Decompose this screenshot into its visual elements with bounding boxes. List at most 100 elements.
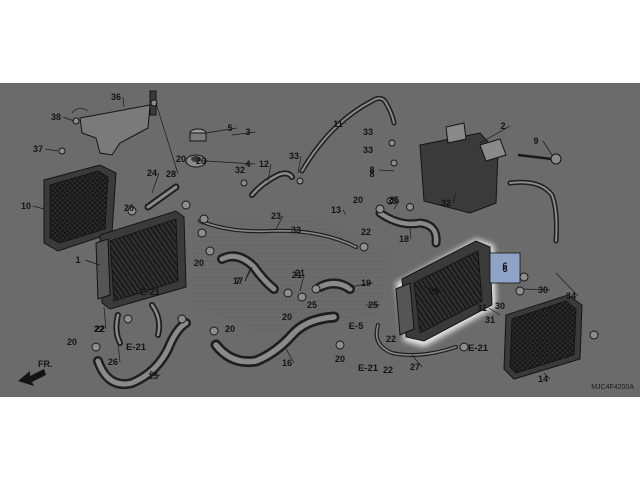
callout-8[interactable]: 8 bbox=[369, 169, 374, 179]
callout-2[interactable]: 2 bbox=[500, 121, 505, 131]
callout-20[interactable]: 20 bbox=[67, 337, 77, 347]
callout-14[interactable]: 14 bbox=[538, 374, 548, 384]
callout-labels: 1234567891011121314151617181920212223242… bbox=[21, 92, 576, 384]
callout-32[interactable]: 32 bbox=[441, 198, 451, 208]
leader-line bbox=[423, 286, 442, 292]
part-14-grille[interactable] bbox=[503, 294, 583, 380]
exploded-view: FR. 123456789101112131415161718192021222… bbox=[18, 90, 634, 391]
callout-35[interactable]: 35 bbox=[387, 196, 397, 206]
leader-line bbox=[155, 102, 179, 175]
callout-11[interactable]: 11 bbox=[333, 119, 343, 129]
callout-22[interactable]: 22 bbox=[383, 365, 393, 375]
leader-line bbox=[479, 125, 511, 144]
ref-label-e-21[interactable]: E-21 bbox=[358, 363, 379, 374]
leader-line bbox=[275, 215, 284, 230]
leader-line bbox=[344, 122, 347, 125]
callout-4[interactable]: 4 bbox=[245, 159, 250, 169]
callout-22[interactable]: 22 bbox=[386, 334, 396, 344]
callout-1[interactable]: 1 bbox=[75, 255, 80, 265]
callout-24[interactable]: 24 bbox=[147, 168, 157, 178]
callout-20[interactable]: 20 bbox=[124, 203, 134, 213]
part-9-cap[interactable] bbox=[517, 153, 562, 165]
callout-26[interactable]: 26 bbox=[108, 357, 118, 367]
leader-line bbox=[84, 259, 101, 266]
part-5-cap[interactable] bbox=[189, 128, 207, 142]
part-6-radiator-right[interactable] bbox=[395, 239, 521, 347]
callout-17[interactable]: 17 bbox=[233, 276, 243, 286]
ref-label-e-21[interactable]: E-21 bbox=[126, 342, 147, 353]
reserve-tank[interactable] bbox=[419, 122, 507, 214]
callout-33[interactable]: 33 bbox=[289, 151, 299, 161]
callout-20[interactable]: 20 bbox=[282, 312, 292, 322]
callout-21[interactable]: 21 bbox=[295, 268, 305, 278]
leader-line bbox=[205, 127, 238, 134]
callout-37[interactable]: 37 bbox=[33, 144, 43, 154]
callout-22[interactable]: 22 bbox=[361, 227, 371, 237]
background-texture bbox=[190, 213, 390, 333]
diagram-code: MJC4F4200A bbox=[591, 384, 634, 391]
part-10-grille[interactable] bbox=[43, 164, 117, 252]
leader-line bbox=[297, 155, 302, 174]
callout-19[interactable]: 19 bbox=[361, 278, 371, 288]
leader-line bbox=[32, 205, 45, 210]
callout-27[interactable]: 27 bbox=[410, 362, 420, 372]
callout-29[interactable]: 29 bbox=[429, 286, 439, 296]
callout-20[interactable]: 20 bbox=[176, 154, 186, 164]
callout-3[interactable]: 3 bbox=[245, 127, 250, 137]
leader-lines bbox=[32, 96, 579, 380]
callout-20[interactable]: 20 bbox=[225, 324, 235, 334]
callout-25[interactable]: 25 bbox=[307, 300, 317, 310]
callout-12[interactable]: 12 bbox=[259, 159, 269, 169]
callout-22[interactable]: 22 bbox=[95, 324, 105, 334]
callout-13[interactable]: 13 bbox=[331, 205, 341, 215]
part-1-radiator-left[interactable] bbox=[95, 210, 187, 310]
callout-23[interactable]: 23 bbox=[271, 211, 281, 221]
callout-7[interactable]: 7 bbox=[235, 276, 240, 286]
leader-line bbox=[488, 307, 501, 316]
callout-32[interactable]: 32 bbox=[235, 165, 245, 175]
leader-line bbox=[103, 306, 107, 330]
callout-28[interactable]: 28 bbox=[166, 169, 176, 179]
callout-31[interactable]: 31 bbox=[477, 303, 487, 313]
callout-15[interactable]: 15 bbox=[148, 371, 158, 381]
callout-20[interactable]: 20 bbox=[196, 156, 206, 166]
callout-8[interactable]: 8 bbox=[369, 165, 374, 175]
highlighted-callout[interactable]: 6 bbox=[502, 264, 507, 274]
ref-label-e-5[interactable]: E-5 bbox=[349, 321, 365, 332]
callout-25[interactable]: 25 bbox=[368, 300, 378, 310]
callout-31[interactable]: 31 bbox=[485, 315, 495, 325]
callout-10[interactable]: 10 bbox=[21, 201, 31, 211]
leader-line bbox=[409, 228, 412, 240]
leader-line bbox=[205, 160, 256, 165]
leader-line bbox=[149, 370, 161, 377]
ref-label-e-21[interactable]: E-21 bbox=[140, 287, 161, 298]
callout-20[interactable]: 20 bbox=[353, 195, 363, 205]
callout-21[interactable]: 21 bbox=[292, 270, 302, 280]
leader-line bbox=[117, 342, 121, 363]
callout-20[interactable]: 20 bbox=[335, 354, 345, 364]
callout-36[interactable]: 36 bbox=[111, 92, 121, 102]
callout-18[interactable]: 18 bbox=[399, 234, 409, 244]
leader-line bbox=[244, 268, 251, 282]
callout-16[interactable]: 16 bbox=[282, 358, 292, 368]
highlight-box bbox=[489, 252, 521, 284]
callout-33[interactable]: 33 bbox=[363, 127, 373, 137]
callout-20[interactable]: 20 bbox=[194, 258, 204, 268]
callout-33[interactable]: 33 bbox=[363, 145, 373, 155]
leader-line bbox=[122, 96, 125, 108]
callout-33[interactable]: 33 bbox=[291, 225, 301, 235]
hoses bbox=[93, 95, 559, 389]
callout-35[interactable]: 35 bbox=[389, 195, 399, 205]
callout-22[interactable]: 22 bbox=[94, 324, 104, 334]
callout-5[interactable]: 5 bbox=[227, 123, 232, 133]
callout-38[interactable]: 38 bbox=[51, 112, 61, 122]
callout-6[interactable]: 6 bbox=[502, 261, 507, 271]
callout-30[interactable]: 30 bbox=[495, 301, 505, 311]
callout-34[interactable]: 34 bbox=[566, 291, 576, 301]
callout-30[interactable]: 30 bbox=[538, 285, 548, 295]
ref-label-e-21[interactable]: E-21 bbox=[468, 343, 489, 354]
leader-line bbox=[523, 288, 551, 291]
leader-line bbox=[231, 131, 256, 136]
callout-9[interactable]: 9 bbox=[533, 136, 538, 146]
